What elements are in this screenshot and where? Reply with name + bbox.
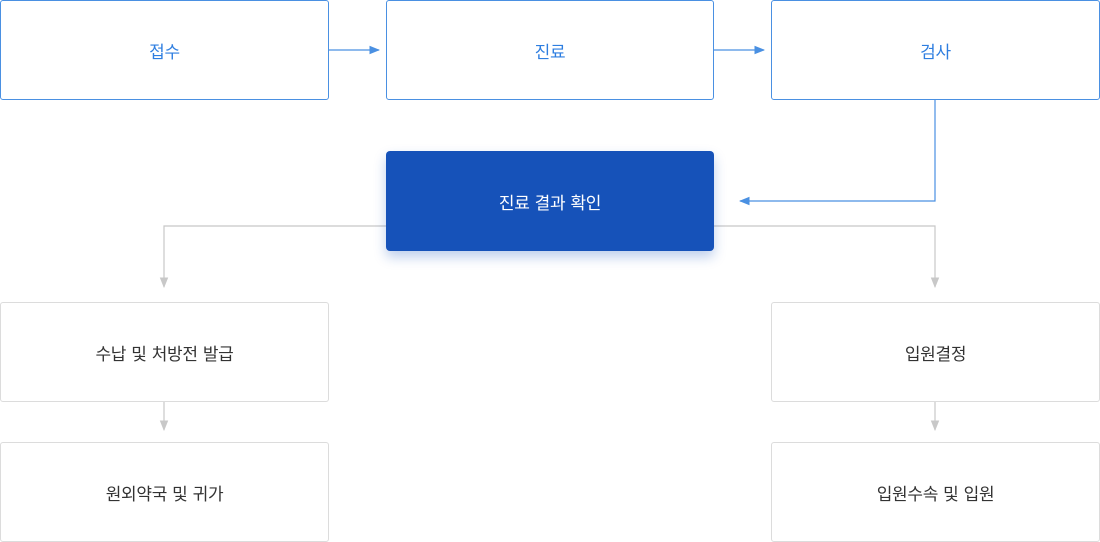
arrow-examination-to-result — [738, 100, 936, 206]
step-reception-label: 접수 — [149, 42, 180, 63]
step-admission-procedure: 입원수속 및 입원 — [771, 442, 1100, 542]
step-treatment-label: 진료 — [534, 42, 566, 63]
step-result-check: 진료 결과 확인 — [386, 151, 714, 251]
step-reception: 접수 — [0, 0, 329, 100]
step-examination-label: 검사 — [920, 42, 951, 63]
step-examination: 검사 — [771, 0, 1100, 100]
step-result-check-label: 진료 결과 확인 — [498, 193, 602, 214]
step-admission-decision: 입원결정 — [771, 302, 1100, 402]
step-payment: 수납 및 처방전 발급 — [0, 302, 329, 402]
step-payment-label: 수납 및 처방전 발급 — [95, 344, 234, 365]
step-admission-decision-label: 입원결정 — [904, 344, 967, 365]
step-pharmacy-label: 원외약국 및 귀가 — [105, 484, 224, 505]
arrow-result-to-payment — [159, 225, 386, 289]
arrow-result-to-admission — [714, 225, 940, 289]
step-admission-procedure-label: 입원수속 및 입원 — [876, 484, 995, 505]
step-treatment: 진료 — [386, 0, 714, 100]
step-pharmacy: 원외약국 및 귀가 — [0, 442, 329, 542]
